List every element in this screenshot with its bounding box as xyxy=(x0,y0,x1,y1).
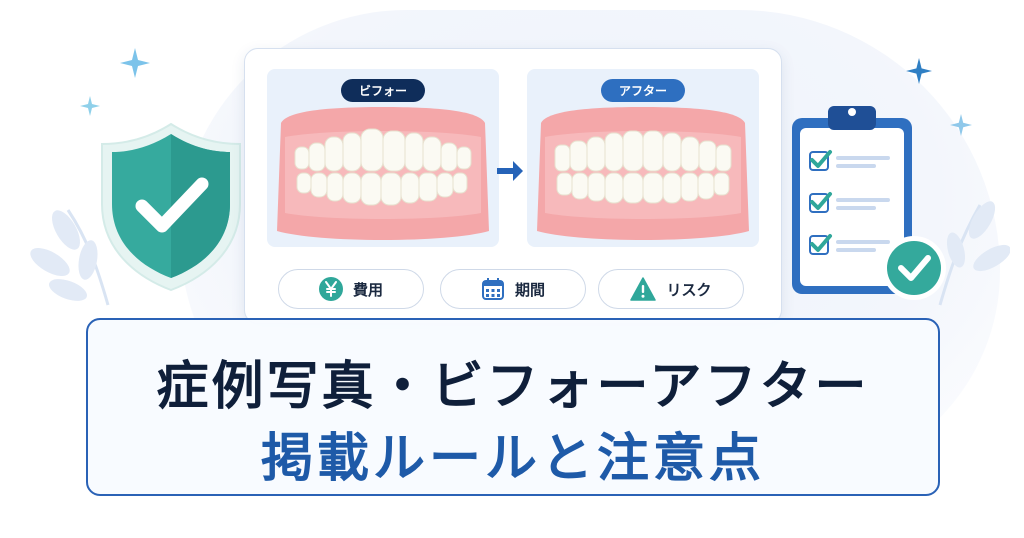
checklist-clipboard-icon xyxy=(792,106,946,300)
yen-icon xyxy=(318,277,343,301)
shield-check-icon xyxy=(101,122,241,292)
leaf-decoration-left xyxy=(30,209,110,306)
after-label: アフター xyxy=(600,79,686,102)
period-label: 期間 xyxy=(514,280,545,299)
arrow-right-icon xyxy=(497,161,523,181)
title-banner: 症例写真・ビフォーアフター 掲載ルールと注意点 xyxy=(86,318,940,496)
after-photo: アフター xyxy=(527,69,759,247)
before-after-card: ビフォー xyxy=(244,48,782,324)
risk-chip: リスク xyxy=(598,269,744,309)
risk-label: リスク xyxy=(666,280,712,299)
sparkle-icon xyxy=(120,48,150,78)
warning-icon xyxy=(630,277,657,301)
calendar-icon xyxy=(481,278,504,300)
sparkle-icon xyxy=(80,96,100,116)
leaf-decoration-right xyxy=(938,201,1010,306)
teeth-before-image xyxy=(277,107,489,240)
page-title: 症例写真・ビフォーアフター xyxy=(156,357,870,417)
before-photo: ビフォー xyxy=(267,69,499,247)
sparkle-icon xyxy=(950,114,972,136)
period-chip: 期間 xyxy=(440,269,586,309)
cost-label: 費用 xyxy=(352,280,383,299)
teeth-after-image xyxy=(537,107,749,240)
before-label: ビフォー xyxy=(340,79,426,102)
sparkle-icon xyxy=(906,58,932,84)
cost-chip: 費用 xyxy=(278,269,424,309)
page-subtitle: 掲載ルールと注意点 xyxy=(260,429,765,489)
